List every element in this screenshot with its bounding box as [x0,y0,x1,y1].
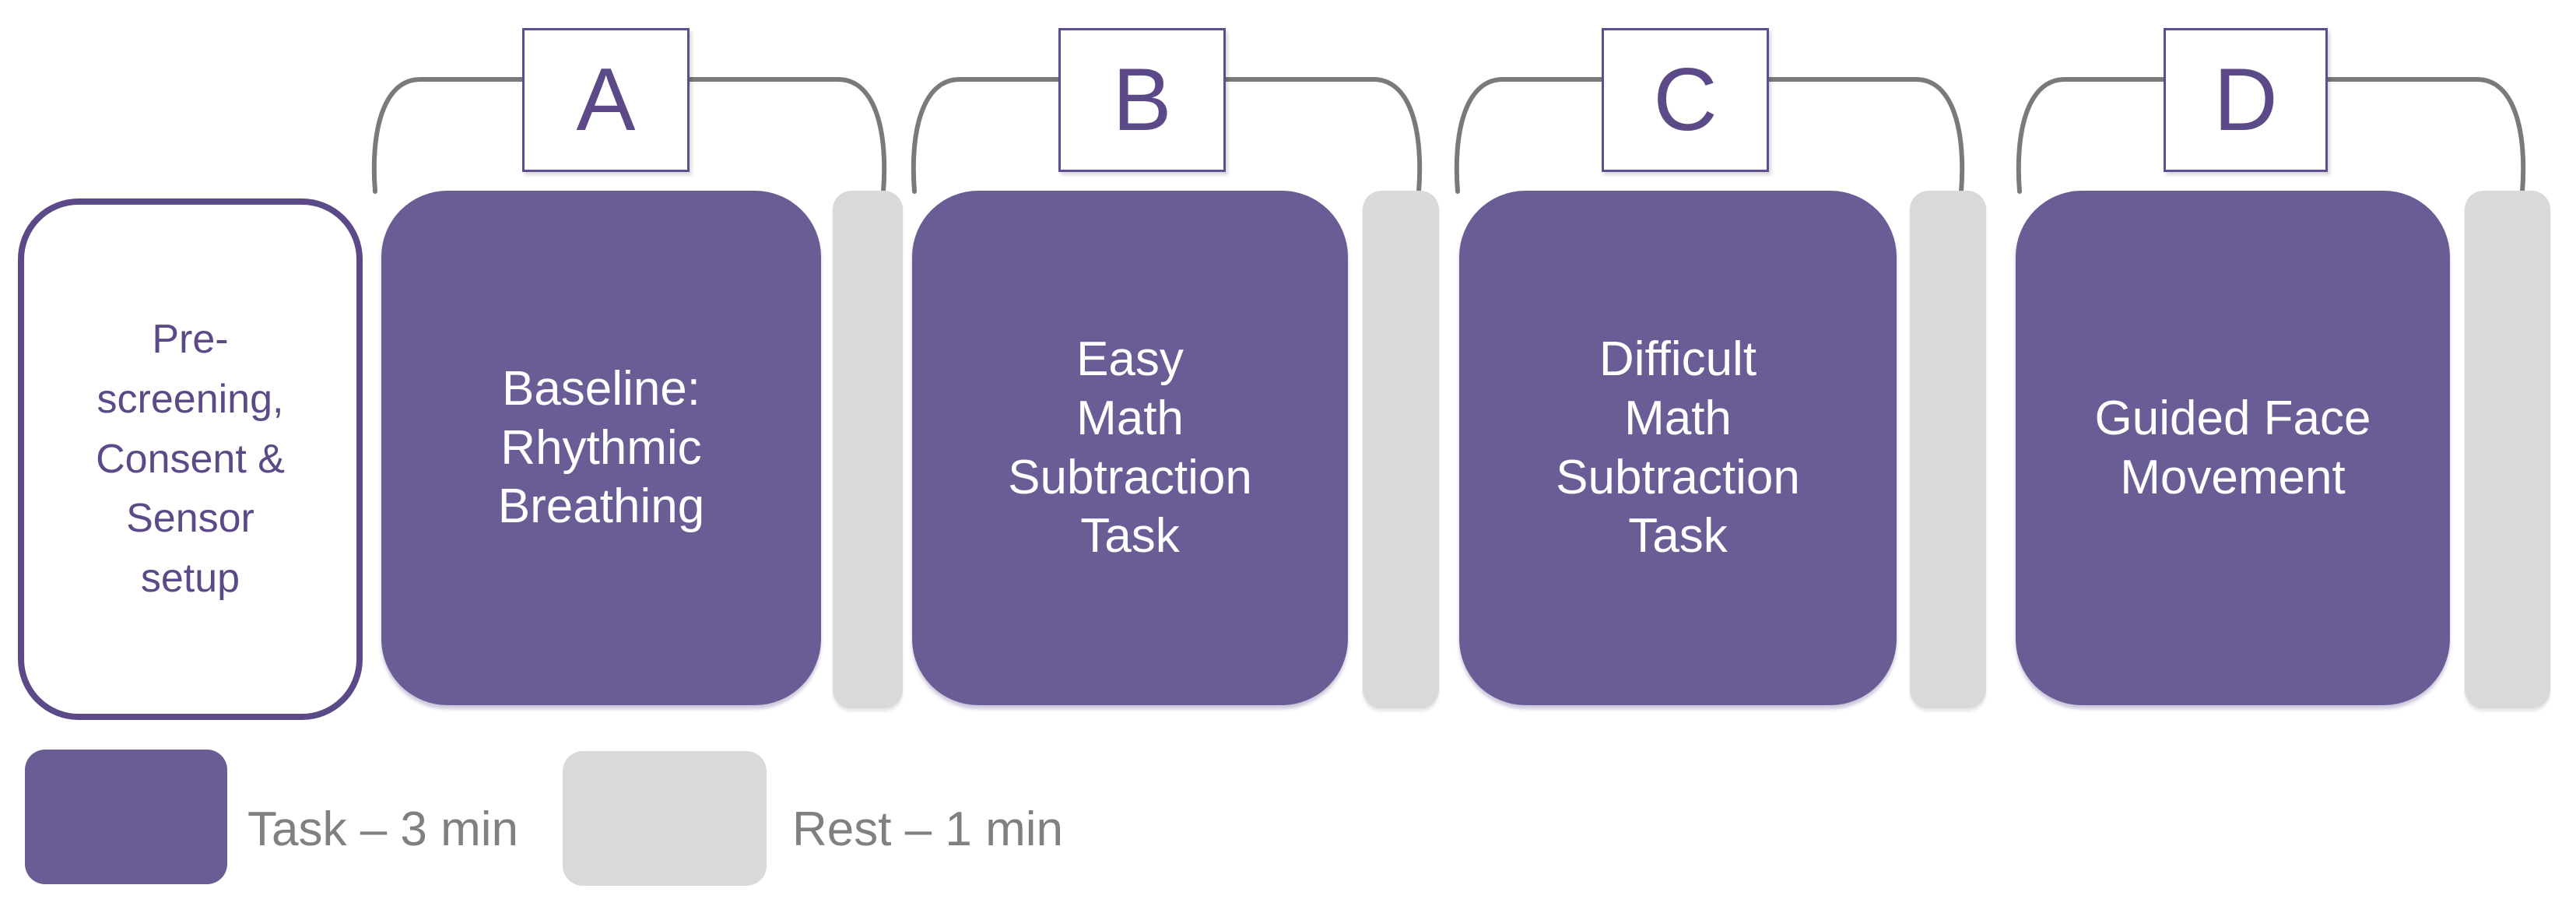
task-box-a-title: Baseline: Rhythmic Breathing [497,362,705,534]
rest-bar-3 [1910,191,1986,708]
stage-tag-d: D [2164,28,2328,172]
prescreening-label: Pre- screening, Consent & Sensor setup [96,316,285,602]
rest-bar-4 [2465,191,2550,708]
task-box-c: Difficult Math Subtraction Task [1459,191,1897,705]
task-box-c-title: Difficult Math Subtraction Task [1556,332,1800,564]
rest-bar-1 [833,191,903,708]
legend-rest-label: Rest – 1 min [792,802,1064,856]
legend-rest-swatch [563,751,767,886]
stage-tag-b: B [1058,28,1226,172]
task-box-b: Easy Math Subtraction Task [912,191,1348,705]
task-box-d-title: Guided Face Movement [2094,391,2371,504]
legend-task-swatch [25,750,227,884]
stage-tag-c: C [1602,28,1769,172]
task-box-d: Guided Face Movement [2016,191,2450,705]
task-box-a: Baseline: Rhythmic Breathing [381,191,821,705]
task-box-b-title: Easy Math Subtraction Task [1008,332,1252,564]
legend-task-label: Task – 3 min [247,802,519,856]
stage-tag-d-letter: D [2213,50,2278,149]
stage-tag-c-letter: C [1653,50,1718,149]
rest-bar-2 [1363,191,1439,708]
prescreening-box: Pre- screening, Consent & Sensor setup [18,198,363,720]
stage-tag-b-letter: B [1112,50,1172,149]
stage-tag-a-letter: A [576,50,636,149]
stage-tag-a: A [522,28,690,172]
